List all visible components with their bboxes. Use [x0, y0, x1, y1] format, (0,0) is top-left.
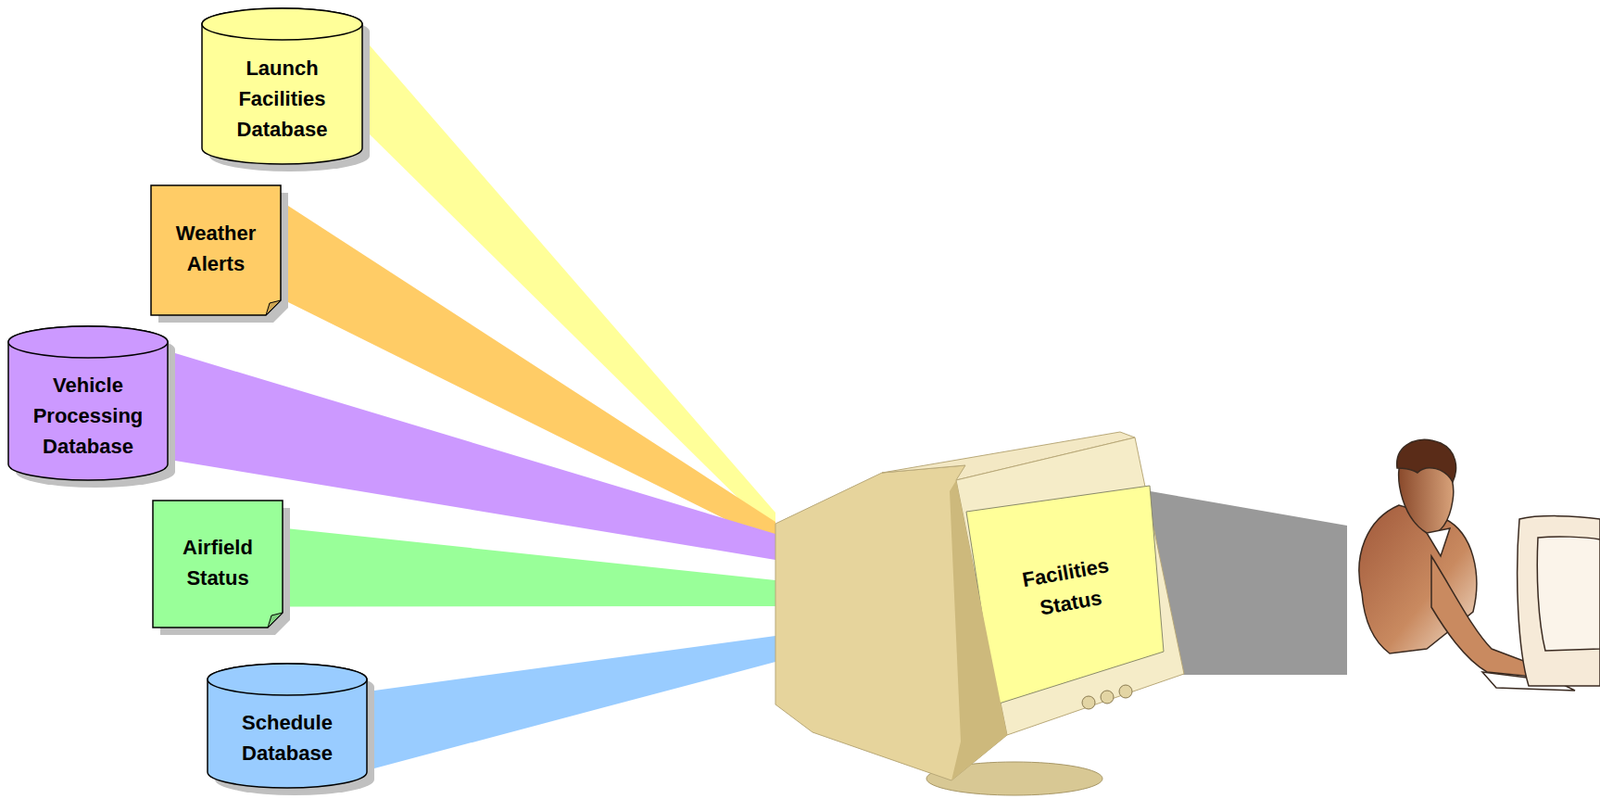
document-body [152, 500, 283, 628]
node-text-box: Schedule Database [212, 691, 363, 784]
monitor-button [1100, 690, 1114, 704]
monitor-screen [966, 485, 1164, 705]
node-text-box: Launch Facilities Database [206, 36, 358, 161]
monitor-edge [949, 465, 1008, 781]
document-fold [267, 612, 283, 628]
node-label: Facilities Status [998, 545, 1137, 629]
cylinder-top [207, 663, 367, 695]
node-label: Weather Alerts [162, 217, 270, 279]
cylinder-body [8, 326, 168, 480]
monitor-illustration [775, 431, 1185, 795]
document-body [151, 185, 281, 315]
database-cylinder: Vehicle Processing Database [8, 326, 176, 488]
cylinder-body [207, 663, 367, 788]
database-cylinder: Launch Facilities Database [201, 8, 370, 172]
node-text-box: Weather Alerts [156, 188, 276, 308]
node-text-box: Airfield Status [158, 503, 278, 620]
database-cylinder: Schedule Database [207, 663, 375, 795]
document-fold [265, 300, 281, 315]
node-label: Launch Facilities Database [217, 52, 348, 145]
monitor-button [1082, 695, 1096, 709]
data-flow-band [289, 529, 776, 607]
document-shape: Weather Alerts [151, 185, 289, 323]
data-flow-band [374, 635, 776, 769]
node-text-box: Vehicle Processing Database [12, 353, 164, 477]
document-shape: Airfield Status [152, 500, 290, 635]
cylinder-top [201, 8, 363, 40]
user-clipart [1359, 439, 1600, 691]
node-label: Airfield Status [163, 531, 272, 593]
cylinder-body [201, 8, 363, 164]
monitor-button [1119, 684, 1133, 698]
node-label: Vehicle Processing Database [23, 369, 153, 462]
node-label: Schedule Database [222, 706, 353, 769]
cylinder-top [8, 326, 168, 358]
display-monitor: Facilities Status [775, 435, 1185, 797]
node-outline [775, 435, 1185, 797]
